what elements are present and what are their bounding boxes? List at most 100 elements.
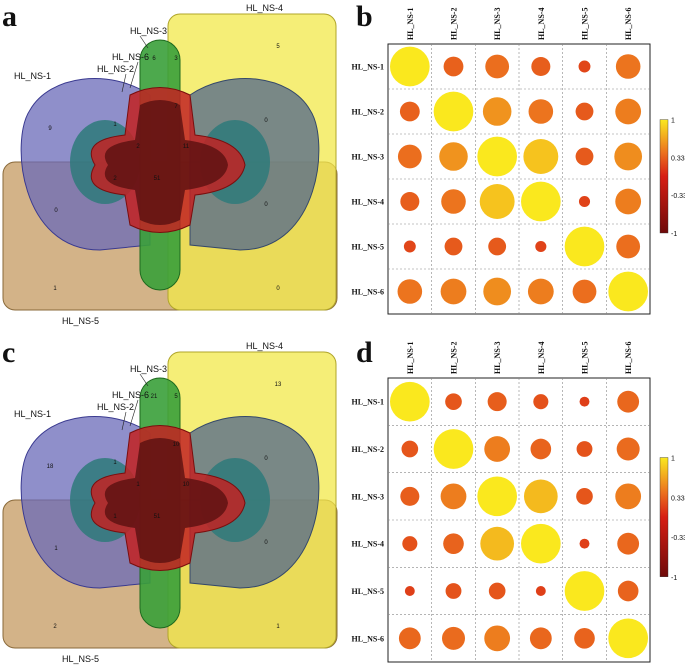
venn-count-mid6: 0	[264, 540, 268, 546]
row-label: HL_NS-6	[352, 288, 384, 297]
correlation-circle	[575, 102, 594, 121]
column-label: HL_NS-6	[624, 8, 633, 40]
colorbar-tick-label: 1	[671, 118, 675, 125]
set-label-ns3: HL_NS-3	[130, 364, 167, 374]
correlation-circle	[482, 97, 512, 126]
venn-count-NS5_only: 2	[53, 624, 57, 630]
column-label: HL_NS-5	[581, 8, 590, 40]
correlation-circle	[521, 523, 561, 564]
correlation-circle	[400, 191, 420, 212]
correlation-circle	[521, 181, 561, 222]
venn-count-NS1_only: 9	[48, 126, 52, 132]
row-label: HL_NS-1	[352, 63, 384, 72]
venn-count-NS1_only: 18	[47, 464, 54, 470]
correlation-circle	[615, 188, 642, 215]
column-label: HL_NS-5	[581, 342, 590, 374]
correlation-circle	[529, 627, 552, 650]
column-label: HL_NS-6	[624, 342, 633, 374]
correlation-circle	[488, 582, 506, 600]
correlation-circle	[488, 237, 507, 256]
row-label: HL_NS-6	[352, 634, 384, 643]
correlation-circle	[479, 184, 515, 219]
row-label: HL_NS-3	[352, 492, 384, 501]
correlation-circle	[445, 393, 462, 410]
venn-count-center: 51	[154, 514, 161, 520]
correlation-circle	[617, 532, 640, 555]
set-label-ns6: HL_NS-6	[112, 390, 149, 400]
colorbar-tick-label: -1	[671, 575, 677, 582]
correlation-circle	[433, 91, 474, 132]
venn-count-mid4: 1	[113, 514, 117, 520]
correlation-circle	[445, 583, 462, 599]
correlation-circle	[572, 279, 597, 304]
colorbar-tick-label: 1	[671, 456, 675, 463]
correlation-circle	[579, 538, 590, 549]
venn-count-bottom_right: 1	[276, 624, 280, 630]
set-label-ns1: HL_NS-1	[14, 409, 51, 419]
correlation-circle	[574, 628, 595, 649]
correlation-circle	[443, 533, 464, 554]
correlation-circle	[531, 56, 551, 77]
correlation-circle	[523, 139, 559, 174]
panel-letter-c: c	[2, 336, 16, 369]
correlation-circle	[483, 277, 512, 306]
venn-count-left: 0	[54, 208, 58, 214]
panel-letter-d: d	[356, 336, 373, 369]
correlation-circle	[608, 618, 649, 659]
row-label: HL_NS-5	[352, 587, 384, 596]
correlation-circle	[441, 189, 466, 214]
column-label: HL_NS-2	[450, 8, 459, 40]
correlation-circle	[404, 586, 415, 596]
venn-count-NS5_only: 1	[53, 286, 57, 292]
colorbar-tick-label: -0.333	[671, 193, 685, 200]
set-label-ns6: HL_NS-6	[112, 52, 149, 62]
correlation-circle	[617, 390, 640, 413]
venn-count-mid1: 7	[174, 104, 178, 110]
correlation-circle	[615, 54, 641, 79]
correlation-circle	[433, 429, 474, 469]
venn-count-right: 0	[264, 118, 268, 124]
venn-count-NS4_only: 13	[275, 382, 282, 388]
row-label: HL_NS-1	[352, 398, 384, 407]
correlation-circle	[400, 486, 420, 506]
venn-count-bottom_right: 0	[276, 286, 280, 292]
venn-count-left: 1	[54, 546, 58, 552]
correlation-circle	[530, 438, 552, 460]
correlation-circle	[615, 483, 642, 510]
venn-count-NS4_only: 5	[276, 44, 280, 50]
colorbar-tick-label: 0.333	[671, 155, 685, 162]
venn-count-right: 0	[264, 456, 268, 462]
column-label: HL_NS-4	[537, 342, 546, 374]
correlation-circle	[440, 278, 467, 305]
correlation-circle	[579, 396, 590, 407]
correlation-circle	[477, 476, 517, 517]
set-label-ns2: HL_NS-2	[97, 402, 134, 412]
correlation-circle	[487, 392, 507, 412]
venn-core-shape	[104, 438, 228, 563]
venn-count-mid4: 2	[113, 176, 117, 182]
colorbar-tick-label: -1	[671, 231, 677, 238]
correlation-circle	[484, 625, 511, 652]
venn-count-NS3_top2: 5	[174, 394, 178, 400]
correlation-circle	[390, 381, 430, 422]
column-label: HL_NS-2	[450, 342, 459, 374]
set-label-ns4: HL_NS-4	[246, 3, 283, 13]
colorbar-tick-label: 0.333	[671, 495, 685, 502]
correlation-circle	[535, 586, 546, 596]
column-label: HL_NS-4	[537, 8, 546, 40]
correlation-circle	[614, 142, 643, 171]
row-label: HL_NS-2	[352, 445, 384, 454]
correlation-circle	[576, 488, 593, 505]
set-label-ns4: HL_NS-4	[246, 341, 283, 351]
correlation-circle	[399, 101, 420, 122]
venn-count-center: 51	[154, 176, 161, 182]
correlation-circle	[397, 279, 423, 304]
correlation-circle	[564, 571, 605, 611]
correlation-circle	[477, 136, 517, 177]
venn-count-NS3_top2: 3	[174, 56, 178, 62]
correlation-circle	[444, 237, 463, 256]
correlation-circle	[398, 627, 421, 650]
venn-count-mid5: 1	[113, 460, 117, 466]
correlation-circle	[527, 278, 554, 305]
